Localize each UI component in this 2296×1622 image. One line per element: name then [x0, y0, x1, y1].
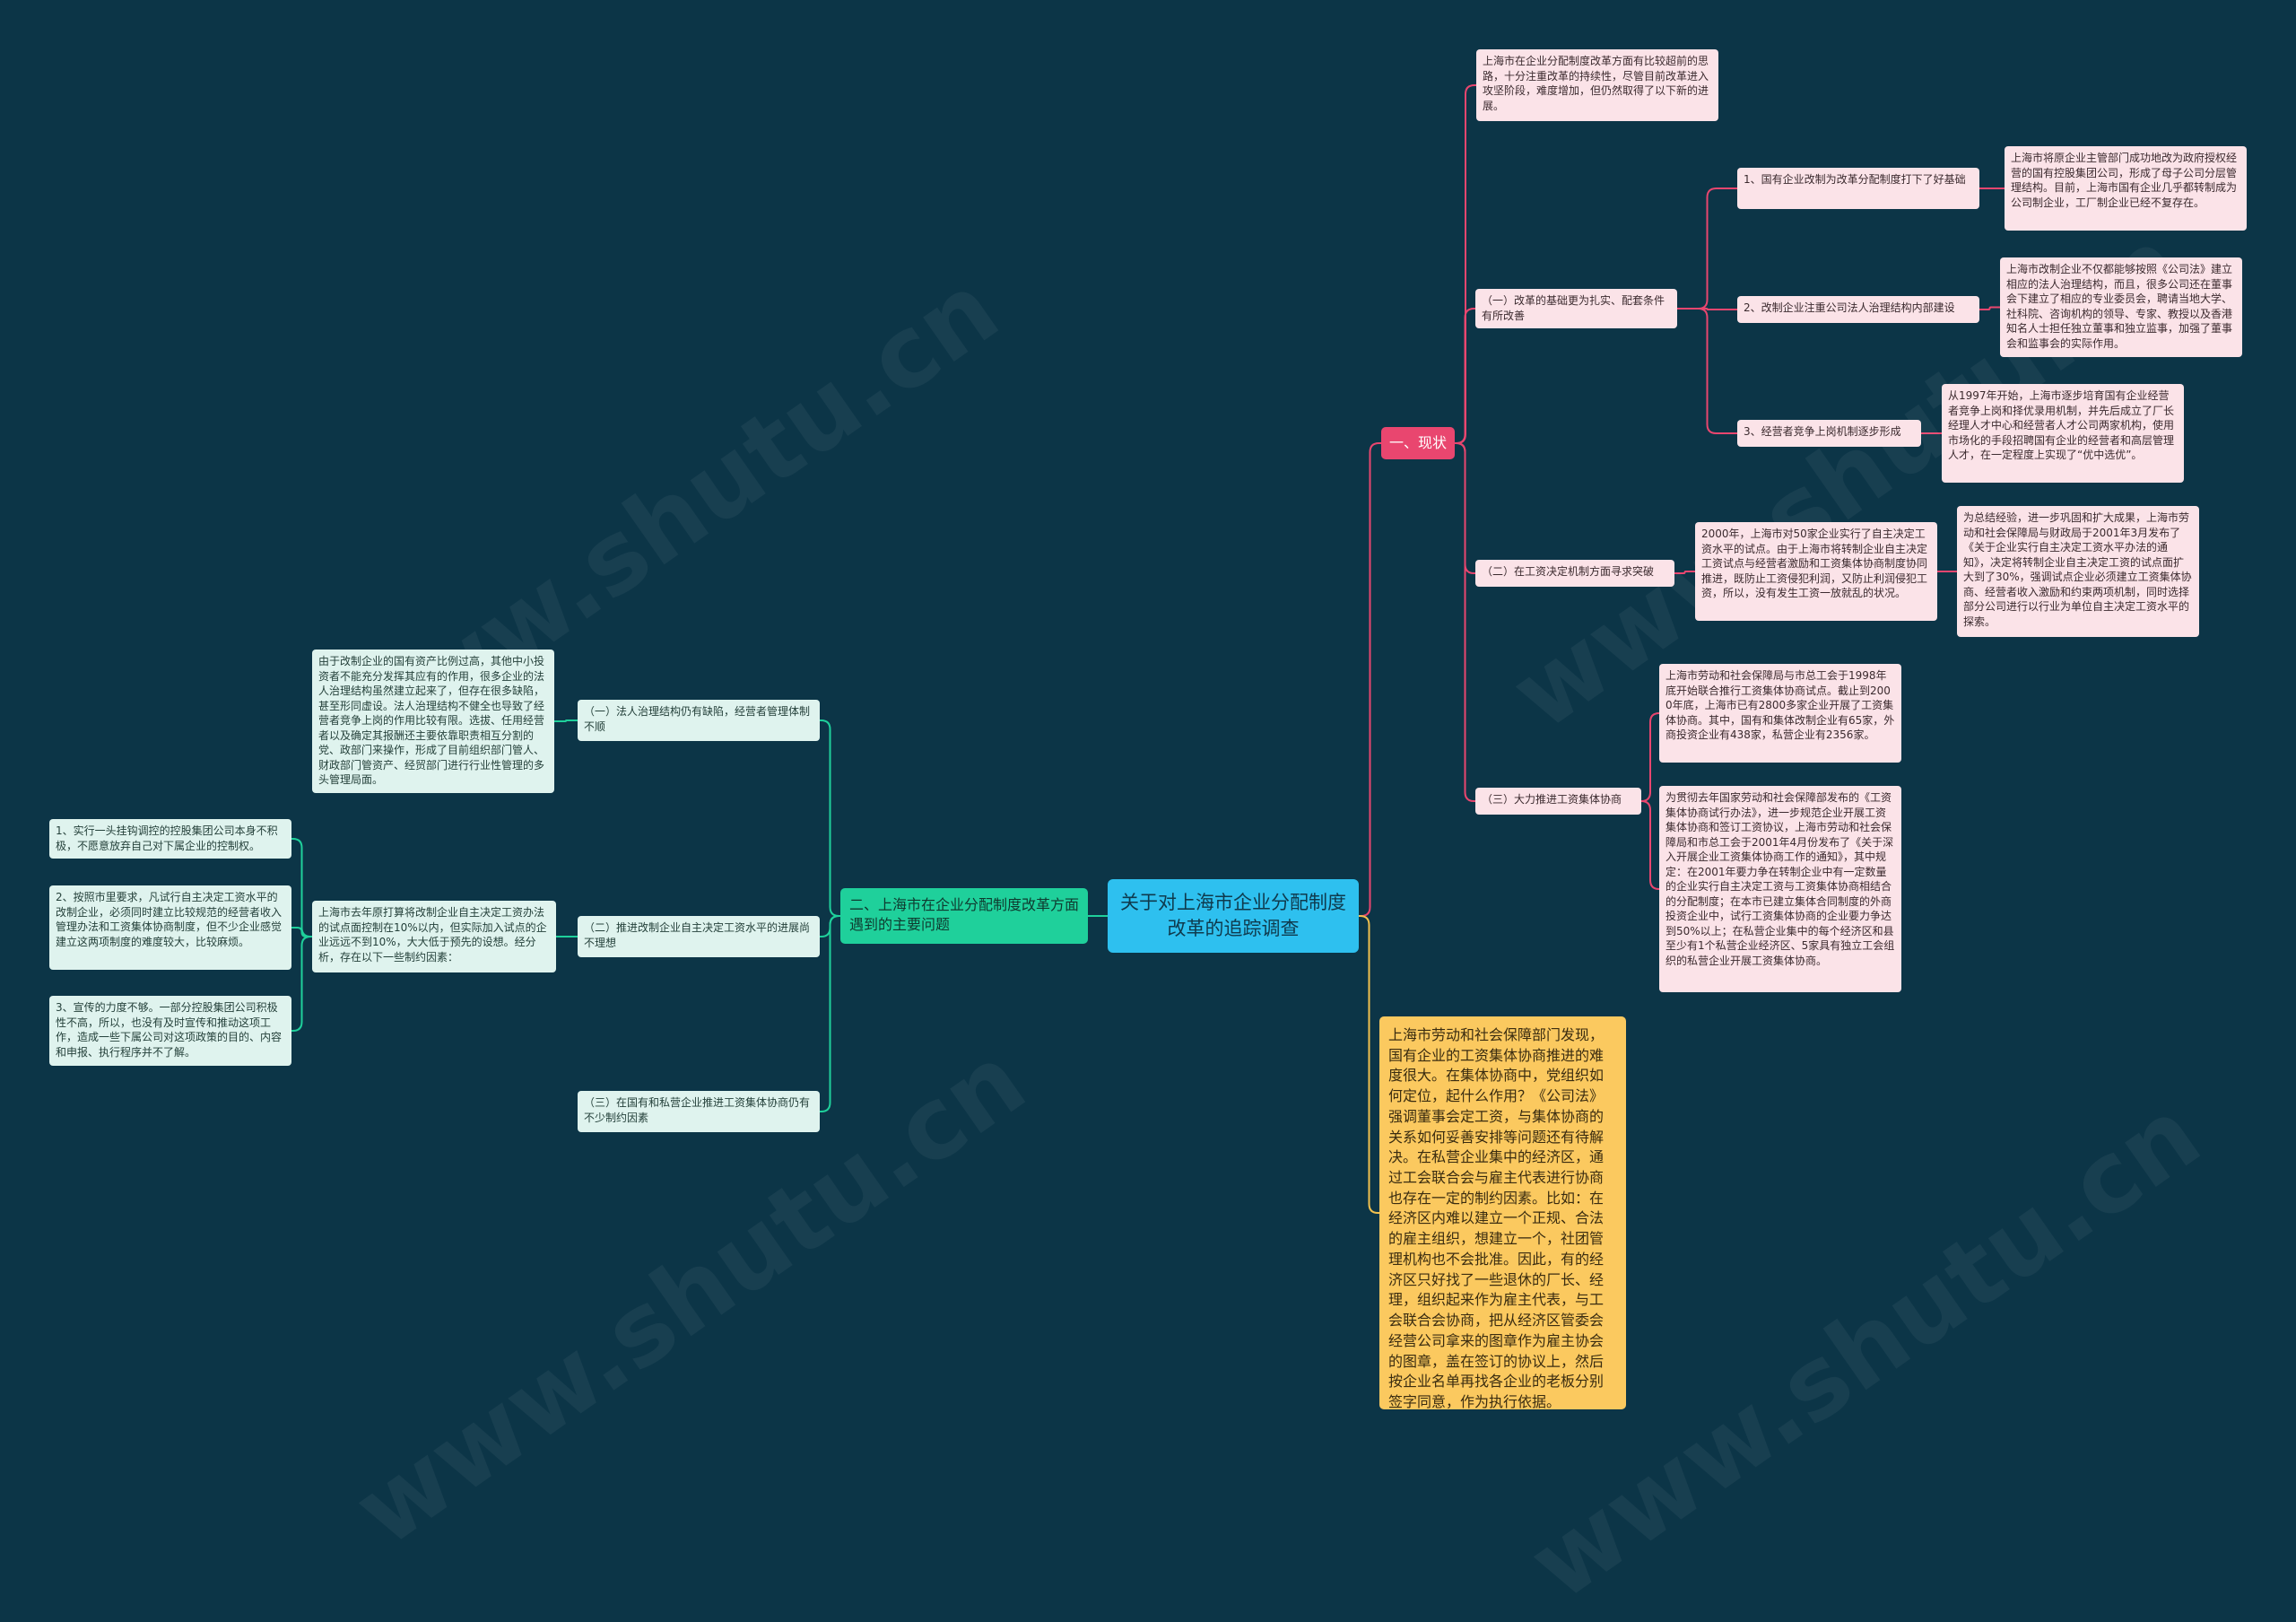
- section-collective-bargaining[interactable]: （三）大力推进工资集体协商: [1475, 788, 1641, 815]
- connector-lines: [291, 84, 2005, 1214]
- branch-status[interactable]: 一、现状: [1381, 427, 1455, 459]
- item-bargaining-notice[interactable]: 为贯彻去年国家劳动和社会保障部发布的《工资集体协商试行办法》，进一步规范企业开展…: [1659, 786, 1901, 992]
- connector-line: [1674, 571, 1695, 574]
- connector-line: [1640, 800, 1660, 890]
- connector-line: [291, 936, 312, 1032]
- connector-line: [820, 719, 840, 917]
- connector-line: [1359, 915, 1379, 1214]
- connector-line: [820, 915, 840, 1112]
- connector-line: [1677, 308, 1737, 434]
- branch-issues[interactable]: 二、上海市在企业分配制度改革方面遇到的主要问题: [840, 888, 1088, 944]
- issue-governance[interactable]: （一）法人治理结构仍有缺陷，经营者管理体制不顺: [578, 700, 820, 741]
- item-wage-pilot[interactable]: 2000年，上海市对50家企业实行了自主决定工资水平的试点。由于上海市将转制企业…: [1695, 522, 1937, 621]
- item-corporate-governance[interactable]: 2、改制企业注重公司法人治理结构内部建设: [1737, 296, 1979, 323]
- factor-1[interactable]: 1、实行一头挂钩调控的控股集团公司本身不积极，不愿意放弃自己对下属企业的控制权。: [49, 819, 291, 859]
- item-soe-restructure[interactable]: 1、国有企业改制为改革分配制度打下了好基础: [1737, 168, 1979, 209]
- connector-line: [1677, 308, 1737, 310]
- factor-2[interactable]: 2、按照市里要求，凡试行自主决定工资水平的改制企业，必须同时建立比较规范的经营者…: [49, 885, 291, 970]
- detail-wage-pilot[interactable]: 为总结经验，进一步巩固和扩大成果，上海市劳动和社会保障局与财政局于2001年3月…: [1957, 506, 2199, 637]
- connector-line: [1359, 442, 1381, 917]
- bargaining-difficulty-note[interactable]: 上海市劳动和社会保障部门发现，国有企业的工资集体协商推进的难度很大。在集体协商中…: [1379, 1016, 1626, 1410]
- connector-line: [1455, 308, 1475, 444]
- detail-corporate-governance[interactable]: 上海市改制企业不仅都能够按照《公司法》建立相应的法人治理结构，而且，很多公司还在…: [2000, 257, 2242, 357]
- root-topic[interactable]: 关于对上海市企业分配制度改革的追踪调查: [1108, 879, 1359, 953]
- factor-3[interactable]: 3、宣传的力度不够。一部分控股集团公司积极性不高，所以，也没有及时宣传和推动这项…: [49, 996, 291, 1066]
- section-foundation[interactable]: （一）改革的基础更为扎实、配套条件有所改善: [1475, 289, 1677, 328]
- section-wage-mechanism[interactable]: （二）在工资决定机制方面寻求突破: [1475, 560, 1674, 587]
- item-bargaining-pilot[interactable]: 上海市劳动和社会保障局与市总工会于1998年底开始联合推行工资集体协商试点。截止…: [1659, 664, 1901, 763]
- detail-governance[interactable]: 由于改制企业的国有资产比例过高，其他中小投资者不能充分发挥其应有的作用，很多企业…: [312, 650, 554, 793]
- status-intro-node[interactable]: 上海市在企业分配制度改革方面有比较超前的思路，十分注重改革的持续性，尽管目前改革…: [1476, 49, 1718, 121]
- item-manager-competition[interactable]: 3、经营者竞争上岗机制逐步形成: [1737, 420, 1921, 447]
- connector-line: [291, 927, 312, 937]
- issue-wage-progress[interactable]: （二）推进改制企业自主决定工资水平的进展尚不理想: [578, 916, 820, 957]
- issue-bargaining-constraints[interactable]: （三）在国有和私营企业推进工资集体协商仍有不少制约因素: [578, 1091, 820, 1132]
- connector-line: [1979, 306, 2000, 310]
- connector-line: [291, 838, 312, 937]
- connector-line: [1677, 187, 1737, 310]
- connector-line: [1640, 712, 1660, 802]
- mindmap-canvas: www.shutu.cn www.shutu.cn www.shutu.cn w…: [49, 49, 2247, 1622]
- detail-manager-competition[interactable]: 从1997年开始，上海市逐步培育国有企业经营者竞争上岗和择优录用机制，并先后成立…: [1942, 384, 2184, 483]
- detail-wage-progress[interactable]: 上海市去年原打算将改制企业自主决定工资办法的试点面控制在10%以内，但实际加入试…: [312, 901, 556, 972]
- connector-line: [554, 719, 578, 722]
- connector-line: [1455, 442, 1475, 802]
- detail-soe-restructure[interactable]: 上海市将原企业主管部门成功地改为政府授权经营的国有控股集团公司，形成了母子公司分…: [2005, 146, 2247, 231]
